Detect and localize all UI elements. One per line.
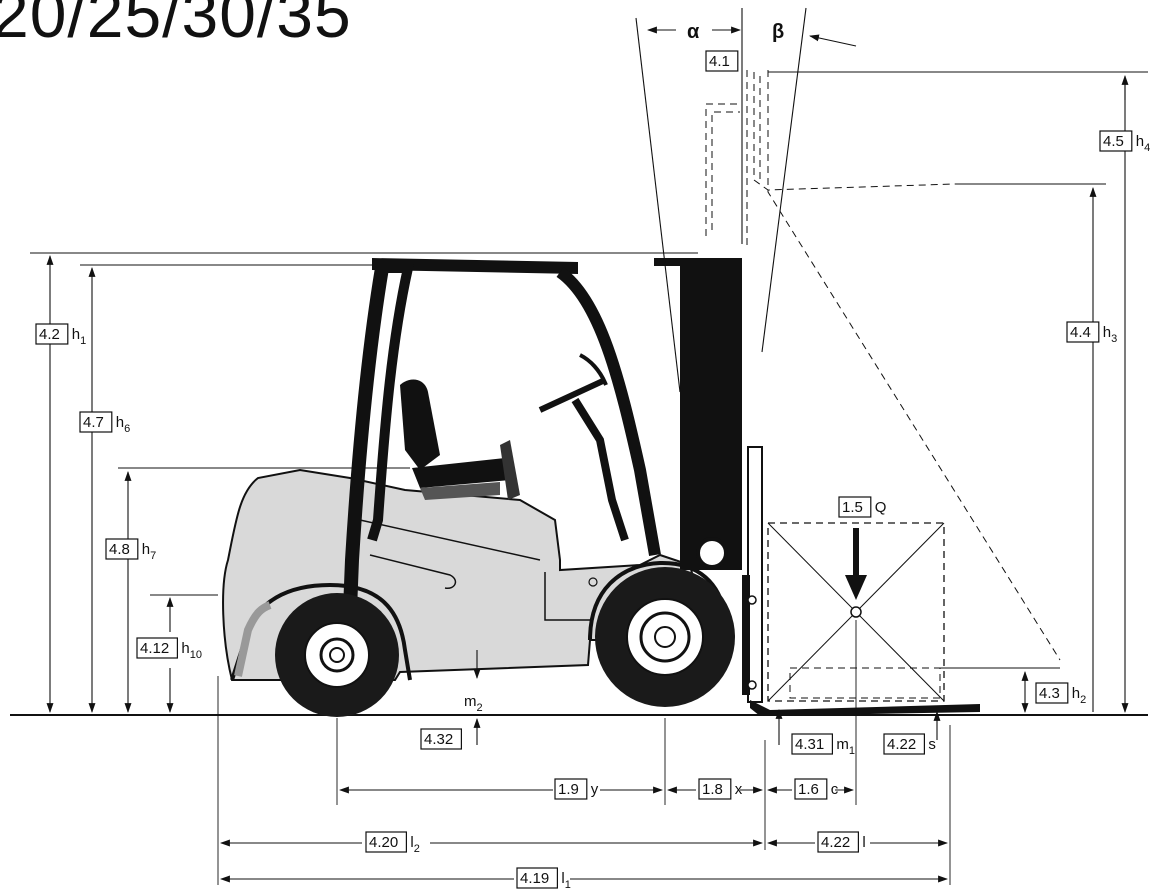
dimension-symbol: h7 xyxy=(142,541,156,562)
dimension-box xyxy=(883,733,926,755)
dimension-code: 4.2 xyxy=(39,326,60,343)
dimension-label-d412: 4.12 h10 xyxy=(136,637,202,661)
dimension-arrows xyxy=(46,26,1129,883)
dimension-label-d422s: 4.22 s xyxy=(883,733,936,755)
dimension-code: 4.32 xyxy=(424,731,453,748)
dimension-code: 4.12 xyxy=(140,640,169,657)
dimension-box xyxy=(794,778,828,800)
alpha-line xyxy=(635,17,681,393)
dimension-label-d48: 4.8 h7 xyxy=(105,538,156,562)
dimension-symbol: h1 xyxy=(72,326,86,347)
raised-mast-outline xyxy=(705,70,1061,661)
steering-wheel xyxy=(500,353,629,542)
dimension-symbol: s xyxy=(928,736,936,753)
driver-seat xyxy=(400,379,510,500)
dimension-symbol: x xyxy=(735,781,743,798)
dimension-box xyxy=(1035,682,1069,704)
dimension-label-d47: 4.7 h6 xyxy=(79,411,130,435)
dimension-code: 4.19 xyxy=(520,870,549,887)
dimension-symbol: m1 xyxy=(836,736,855,757)
beta-symbol: β xyxy=(772,21,784,43)
forks xyxy=(750,700,980,716)
dimension-code: 4.4 xyxy=(1070,324,1091,341)
dimension-box xyxy=(838,496,872,518)
load-box xyxy=(767,522,945,702)
dimension-box xyxy=(1066,321,1100,343)
dimension-label-d16: 1.6 c xyxy=(794,778,839,800)
rear-wheel xyxy=(275,593,399,717)
m2-label: m2 xyxy=(464,693,483,714)
dimension-label-d431: 4.31 m1 xyxy=(791,733,855,757)
dimension-code: 4.3 xyxy=(1039,685,1060,702)
dimension-box xyxy=(420,728,463,750)
dimension-box xyxy=(698,778,732,800)
dimension-label-d15: 1.5 Q xyxy=(838,496,887,518)
dimension-label-d432: 4.32 xyxy=(420,728,463,750)
dimension-code: 4.7 xyxy=(83,414,104,431)
overhead-guard xyxy=(339,258,661,711)
dimension-box xyxy=(817,831,860,853)
dimension-code: 4.22 xyxy=(887,736,916,753)
dimension-code: 4.20 xyxy=(369,834,398,851)
dimension-code: 4.1 xyxy=(709,53,730,70)
dimension-symbol: h10 xyxy=(181,640,202,661)
dimension-code: 1.5 xyxy=(842,499,863,516)
dimension-box xyxy=(554,778,588,800)
model-title: 20/25/30/35 xyxy=(0,0,352,51)
dimension-symbol: l2 xyxy=(410,834,419,855)
dimension-label-d419: 4.19 l1 xyxy=(516,867,571,891)
dimension-code: 1.9 xyxy=(558,781,579,798)
dimension-symbol: c xyxy=(831,781,839,798)
dimension-label-d43: 4.3 h2 xyxy=(1035,682,1086,706)
dimension-label-d41: 4.1 xyxy=(705,50,739,72)
dimension-code: 4.5 xyxy=(1103,133,1124,150)
dimension-symbol: l xyxy=(862,834,865,851)
dimension-symbol: Q xyxy=(875,499,887,516)
beta-line xyxy=(761,7,807,353)
dimension-label-d422l: 4.22 l xyxy=(817,831,866,853)
front-wheel xyxy=(595,567,735,707)
dimension-box xyxy=(1099,130,1133,152)
dimension-code: 1.8 xyxy=(702,781,723,798)
dimension-box xyxy=(705,50,739,72)
dimension-symbol: h4 xyxy=(1136,133,1150,154)
dimension-symbol: l1 xyxy=(561,870,570,891)
dimension-code: 4.22 xyxy=(821,834,850,851)
dimension-label-d18: 1.8 x xyxy=(698,778,743,800)
dimension-box xyxy=(516,867,559,889)
dimension-symbol: y xyxy=(591,781,599,798)
dimension-label-d42: 4.2 h1 xyxy=(35,323,86,347)
dimension-box xyxy=(791,733,834,755)
dimension-label-d45: 4.5 h4 xyxy=(1099,130,1150,154)
dimension-code: 4.8 xyxy=(109,541,130,558)
dimension-symbol: h6 xyxy=(116,414,130,435)
dimension-symbol: h3 xyxy=(1103,324,1117,345)
dimension-label-d44: 4.4 h3 xyxy=(1066,321,1117,345)
dimension-code: 4.31 xyxy=(795,736,824,753)
dimension-label-d19: 1.9 y xyxy=(554,778,599,800)
mast xyxy=(654,258,763,703)
dimension-box xyxy=(105,538,139,560)
dimension-code: 1.6 xyxy=(798,781,819,798)
reference-lines xyxy=(30,71,1148,885)
dimension-box xyxy=(136,637,179,659)
dimension-label-d420: 4.20 l2 xyxy=(365,831,420,855)
dimension-symbol: h2 xyxy=(1072,685,1086,706)
dimension-box xyxy=(365,831,408,853)
dimension-box xyxy=(79,411,113,433)
dimension-box xyxy=(35,323,69,345)
alpha-symbol: α xyxy=(687,21,700,43)
